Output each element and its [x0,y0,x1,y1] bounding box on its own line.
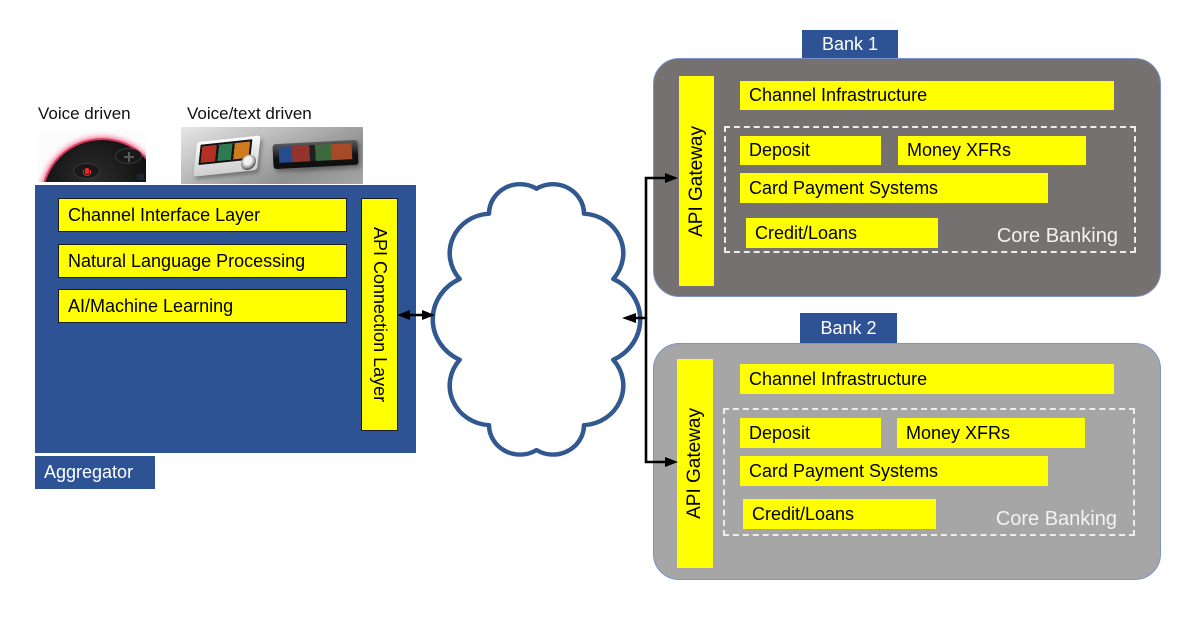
internet-cloud-shape [430,182,643,457]
aggregator-box: Channel Interface Layer Natural Language… [35,185,416,453]
bank1-card-payment-systems-box: Card Payment Systems [740,173,1048,203]
bank2-money-xfrs-box: Money XFRs [897,418,1085,448]
bank2-core-banking-label: Core Banking [995,508,1117,530]
ai-machine-learning-box: AI/Machine Learning [58,289,347,323]
mute-mic-icon [73,163,100,179]
api-connection-layer-label: API Connection Layer [370,226,390,403]
bank2-title-tab: Bank 2 [800,313,897,343]
bank1-core-banking-area: Deposit Money XFRs Card Payment Systems … [724,126,1136,253]
voice-text-driven-label: Voice/text driven [187,104,312,123]
tablet-device [193,135,261,177]
bank1-box: API Gateway Channel Infrastructure Depos… [653,58,1161,297]
aggregator-title-tab: Aggregator [35,456,155,489]
bank2-deposit-box: Deposit [740,418,881,448]
bank2-core-banking-area: Deposit Money XFRs Card Payment Systems … [723,408,1135,536]
mic-glyph-arc [83,170,91,176]
bank1-money-xfrs-box: Money XFRs [898,136,1086,165]
wide-display-device [272,139,359,170]
bank2-channel-infrastructure-box: Channel Infrastructure [740,364,1114,394]
speaker-body [41,138,146,182]
voice-driven-label: Voice driven [38,104,131,123]
bank1-core-banking-label: Core Banking [996,225,1118,247]
bank1-title-tab: Bank 1 [802,30,898,58]
volume-plus-icon [115,148,142,164]
bank2-api-gateway-box: API Gateway [677,359,713,568]
bank1-credit-loans-box: Credit/Loans [746,218,938,248]
plus-glyph-v [128,152,130,162]
bank2-card-payment-systems-box: Card Payment Systems [740,456,1048,486]
channel-interface-layer-box: Channel Interface Layer [58,198,347,232]
voice-speaker-image [38,131,146,182]
bank2-box: API Gateway Channel Infrastructure Depos… [653,343,1161,580]
api-connection-layer-box: API Connection Layer [361,198,398,431]
bank1-api-gateway-box: API Gateway [679,76,714,286]
smart-display-image [181,127,363,184]
bank1-channel-infrastructure-box: Channel Infrastructure [740,81,1114,110]
bank2-api-gateway-label: API Gateway [684,408,705,519]
natural-language-processing-box: Natural Language Processing [58,244,347,278]
bank2-credit-loans-box: Credit/Loans [743,499,936,529]
speaker-corner-detail [137,174,144,180]
wide-display-screen [278,143,353,163]
bank1-deposit-box: Deposit [740,136,881,165]
bank1-api-gateway-label: API Gateway [685,125,707,237]
